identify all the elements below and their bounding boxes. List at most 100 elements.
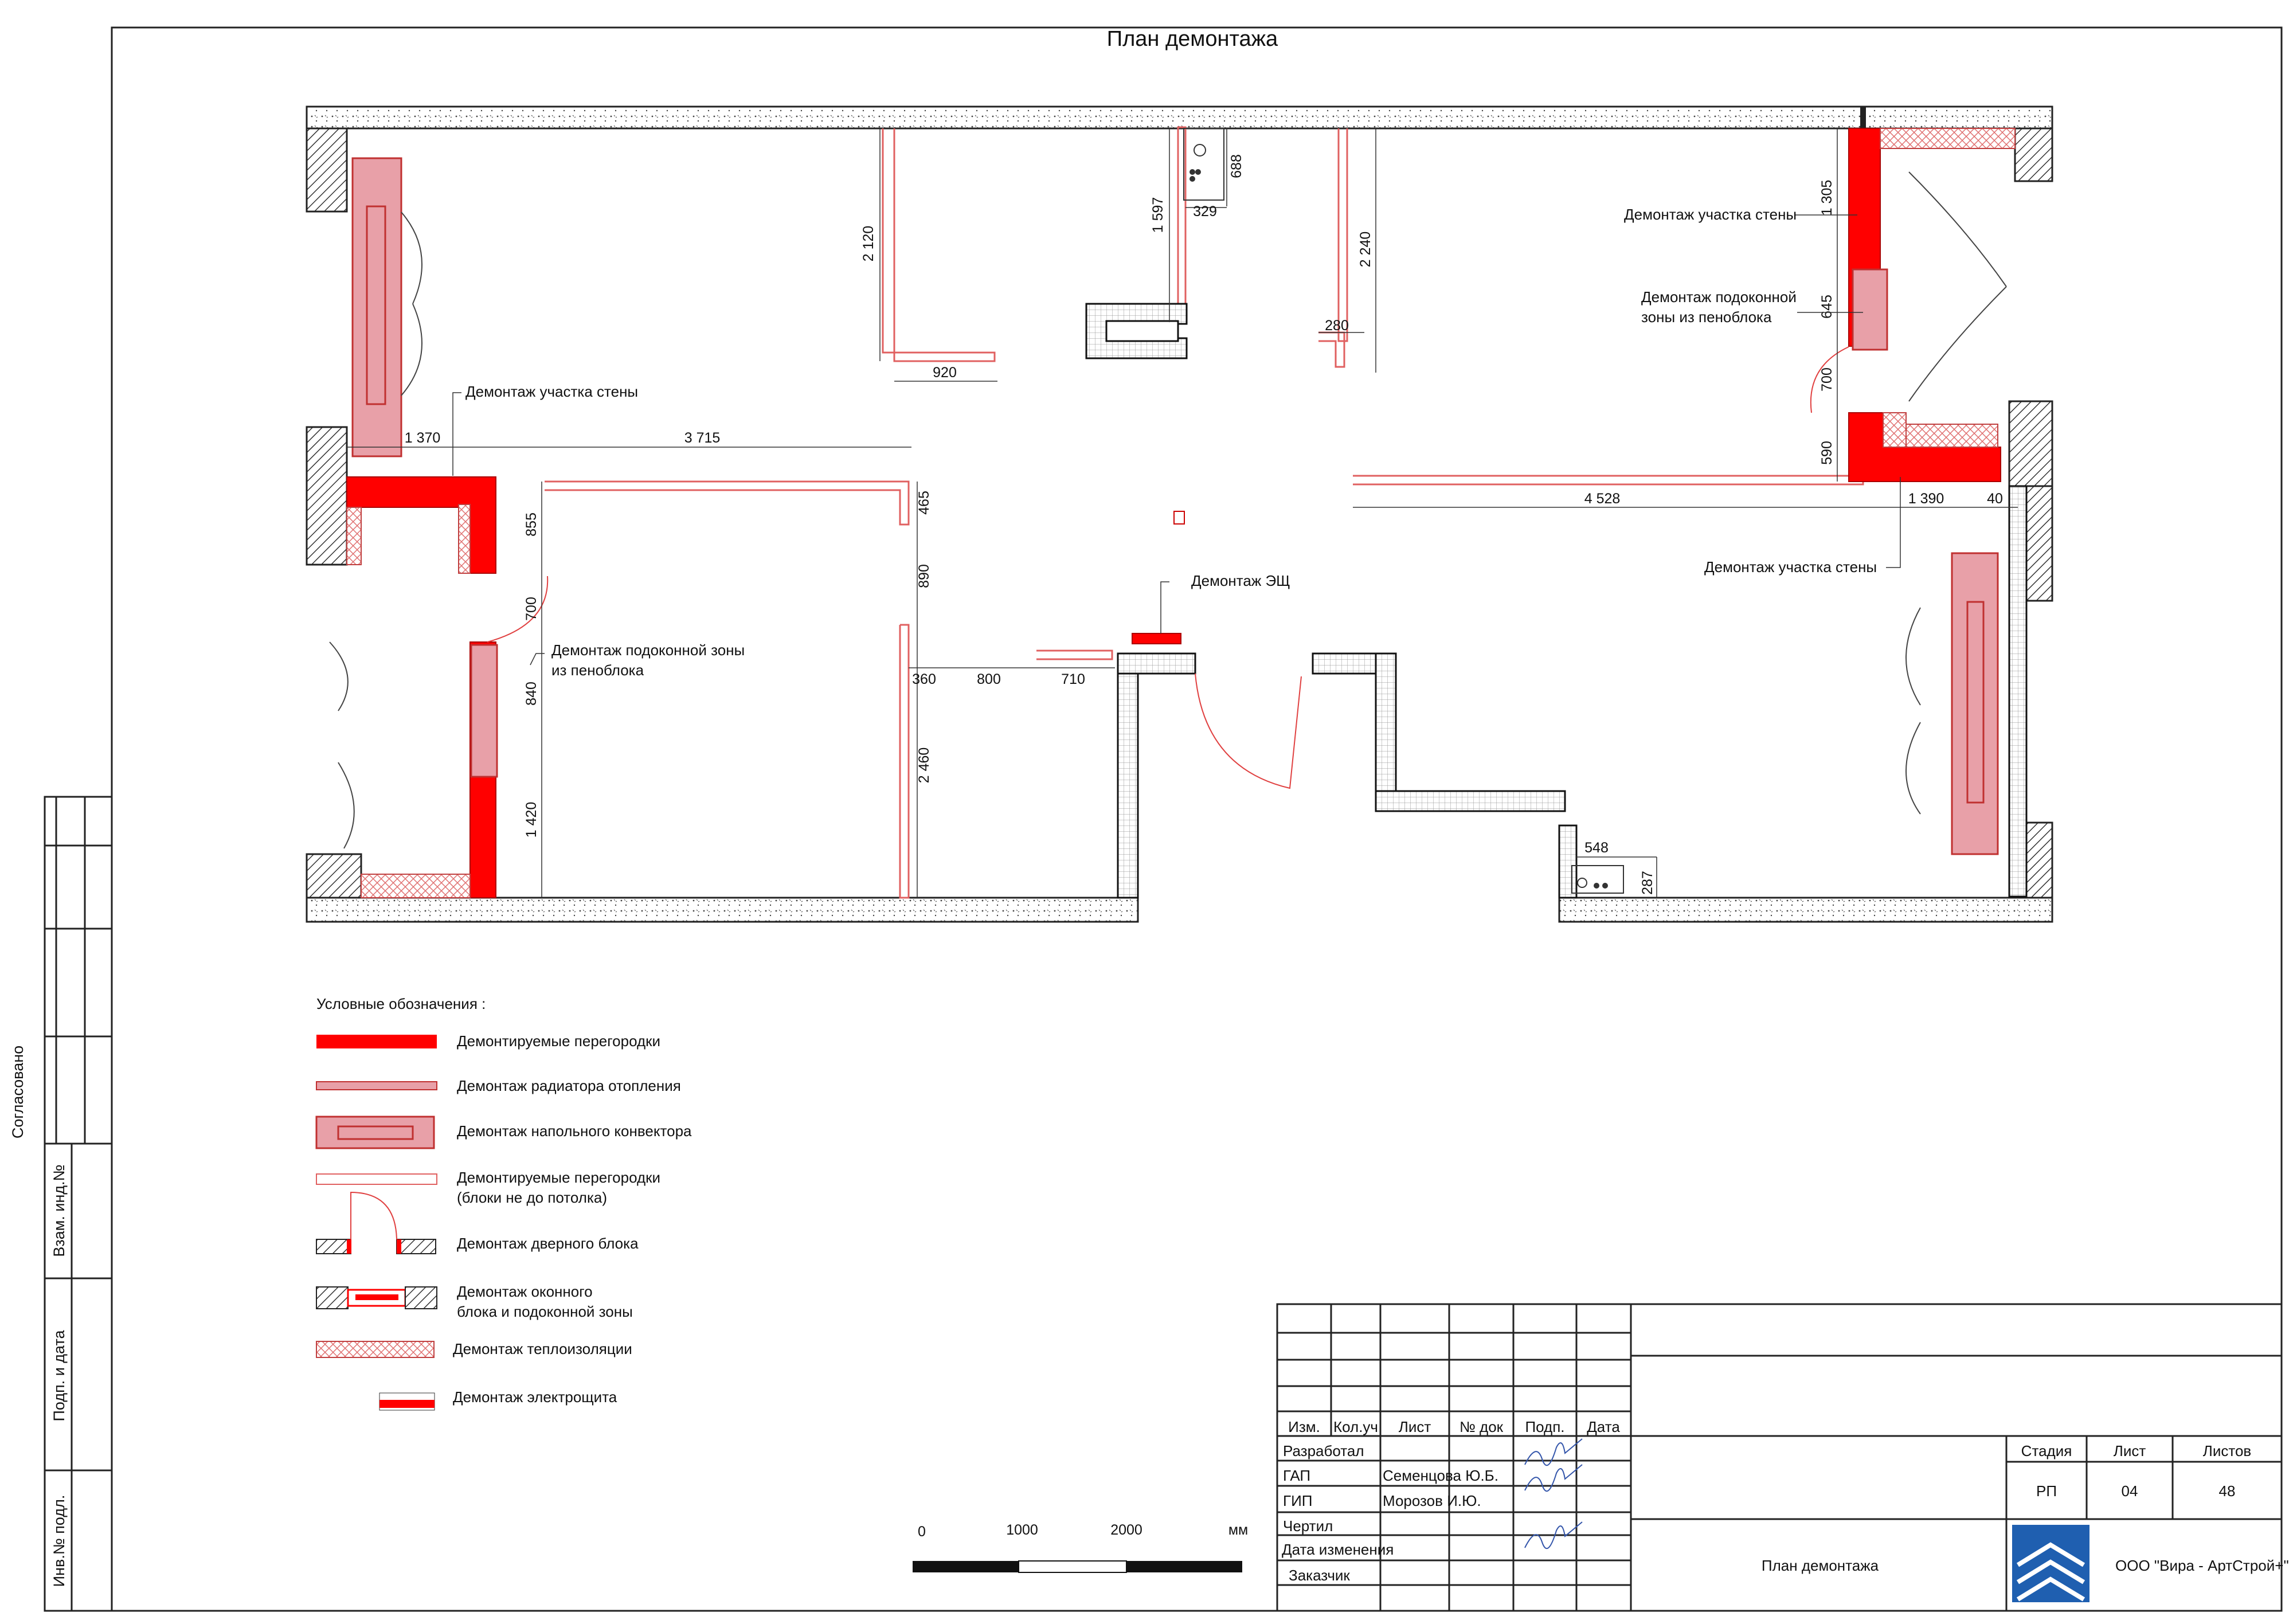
svg-text:840: 840	[523, 682, 539, 706]
legend-swatch-panel	[379, 1392, 435, 1411]
low-partitions	[545, 126, 1864, 899]
svg-text:Дата изменения: Дата изменения	[1282, 1541, 1394, 1558]
svg-text:из пеноблока: из пеноблока	[551, 662, 644, 679]
side-stamp	[44, 796, 113, 1612]
stamp-sign-date: Подп. и дата	[50, 1329, 68, 1421]
svg-text:0: 0	[918, 1524, 926, 1540]
svg-text:04: 04	[2122, 1482, 2138, 1500]
svg-text:1 390: 1 390	[1908, 491, 1944, 507]
svg-text:Кол.уч: Кол.уч	[1333, 1418, 1378, 1435]
stamp-inv-repl: Взам. инд.№	[50, 1164, 68, 1257]
svg-text:мм: мм	[1228, 1522, 1248, 1538]
legend-swatch-insulation	[316, 1341, 435, 1358]
svg-text:590: 590	[1819, 441, 1835, 465]
svg-text:645: 645	[1819, 295, 1835, 319]
svg-text:Демонтаж подоконной: Демонтаж подоконной	[1641, 288, 1797, 306]
svg-text:1 370: 1 370	[405, 430, 441, 446]
svg-text:700: 700	[523, 597, 539, 621]
svg-text:4 528: 4 528	[1584, 491, 1621, 507]
svg-text:1 305: 1 305	[1819, 180, 1835, 216]
svg-text:Морозов И.Ю.: Морозов И.Ю.	[1383, 1492, 1481, 1509]
svg-text:360: 360	[912, 671, 936, 687]
title-block-rows: Разработал ГАП Семенцова Ю.Б. ГИП Морозо…	[1282, 1442, 1498, 1584]
svg-text:Демонтаж участка стены: Демонтаж участка стены	[465, 383, 638, 400]
signatures	[1524, 1438, 1583, 1549]
svg-text:Демонтаж теплоизоляции: Демонтаж теплоизоляции	[453, 1340, 632, 1357]
svg-text:855: 855	[523, 512, 539, 537]
stamp-inv-orig: Инв.№ подл.	[50, 1495, 68, 1587]
svg-text:(блоки не до потолка): (блоки не до потолка)	[457, 1189, 607, 1206]
hatched-wall-piers	[306, 127, 2053, 899]
svg-text:Демонтаж электрощита: Демонтаж электрощита	[453, 1388, 617, 1406]
drawing-title: План демонтажа	[1107, 27, 1278, 51]
company-logo	[2012, 1525, 2089, 1602]
svg-text:Демонтаж дверного блока: Демонтаж дверного блока	[457, 1235, 639, 1252]
svg-text:Демонтируемые перегородки: Демонтируемые перегородки	[457, 1169, 660, 1186]
svg-text:Демонтаж участка стены: Демонтаж участка стены	[1624, 206, 1797, 223]
svg-text:блока и подоконной зоны: блока и подоконной зоны	[457, 1303, 633, 1320]
svg-text:1000: 1000	[1006, 1522, 1038, 1538]
svg-text:Дата: Дата	[1587, 1418, 1620, 1435]
svg-text:2000: 2000	[1110, 1522, 1142, 1538]
svg-text:Демонтаж ЭЩ: Демонтаж ЭЩ	[1191, 572, 1290, 589]
insulation-zones	[346, 128, 2016, 898]
svg-text:280: 280	[1325, 318, 1349, 334]
svg-text:Чертил: Чертил	[1283, 1517, 1333, 1535]
svg-text:700: 700	[1819, 367, 1835, 392]
svg-text:2 120: 2 120	[860, 226, 876, 262]
title-block-frame	[1276, 1303, 2283, 1612]
svg-text:Подп.: Подп.	[1525, 1418, 1564, 1435]
svg-text:710: 710	[1061, 671, 1085, 687]
svg-text:48: 48	[2219, 1482, 2236, 1500]
svg-text:Семенцова Ю.Б.: Семенцова Ю.Б.	[1383, 1467, 1498, 1484]
svg-text:800: 800	[977, 671, 1001, 687]
legend-swatch-convector	[315, 1116, 435, 1149]
svg-text:ГИП: ГИП	[1283, 1492, 1312, 1509]
svg-text:3 715: 3 715	[684, 430, 721, 446]
service-block	[1085, 303, 1188, 359]
scale-bar: 0 1000 2000 мм	[913, 1522, 1248, 1573]
svg-text:688: 688	[1228, 154, 1245, 178]
svg-text:Демонтаж напольного конвектора: Демонтаж напольного конвектора	[457, 1122, 692, 1140]
legend-swatch-low-partitions	[316, 1173, 437, 1185]
svg-text:2 460: 2 460	[916, 748, 932, 784]
exterior-walls	[306, 105, 2053, 923]
svg-text:Заказчик: Заказчик	[1289, 1567, 1350, 1584]
title-block-headers: Изм. Кол.уч Лист № док Подп. Дата	[1288, 1418, 1620, 1435]
svg-text:329: 329	[1193, 204, 1217, 220]
svg-text:465: 465	[916, 491, 932, 515]
svg-text:Демонтаж оконного: Демонтаж оконного	[457, 1283, 593, 1300]
riser	[1183, 128, 1624, 894]
svg-text:№ док: № док	[1459, 1418, 1504, 1435]
legend-title: Условные обозначения :	[316, 995, 486, 1012]
demolished-partitions	[346, 128, 2001, 898]
svg-text:ГАП: ГАП	[1283, 1467, 1310, 1484]
svg-text:Демонтаж радиатора отопления: Демонтаж радиатора отопления	[457, 1077, 681, 1094]
svg-text:1 420: 1 420	[523, 802, 539, 838]
legend-swatch-window	[316, 1286, 437, 1309]
svg-text:Разработал: Разработал	[1283, 1442, 1364, 1459]
company-name: ООО "Вира - АртСтрой+"	[2115, 1557, 2289, 1574]
svg-text:548: 548	[1584, 840, 1609, 856]
svg-text:890: 890	[916, 564, 932, 588]
svg-text:Демонтируемые перегородки: Демонтируемые перегородки	[457, 1032, 660, 1050]
svg-text:287: 287	[1639, 871, 1656, 895]
inner-black-walls	[1117, 485, 2028, 899]
demolished-doors	[487, 346, 1849, 789]
svg-text:Лист: Лист	[1399, 1418, 1431, 1435]
legend-swatch-partitions	[316, 1035, 437, 1048]
legend-swatch-radiator	[316, 1081, 437, 1090]
svg-text:Листов: Листов	[2203, 1442, 2251, 1459]
svg-text:зоны из пеноблока: зоны из пеноблока	[1641, 308, 1772, 326]
title-block-stage: Стадия Лист Листов РП 04 48 План демонта…	[1762, 1442, 2289, 1574]
radiators	[351, 157, 1999, 855]
svg-text:Изм.: Изм.	[1288, 1418, 1320, 1435]
annotations: Демонтаж участка стены Демонтаж подоконн…	[465, 206, 1877, 679]
svg-text:РП: РП	[2036, 1482, 2057, 1500]
svg-text:Стадия: Стадия	[2021, 1442, 2072, 1459]
annotation-leaders	[452, 214, 1901, 666]
title-block-sheet-title: План демонтажа	[1762, 1557, 1879, 1574]
svg-text:1 597: 1 597	[1150, 197, 1166, 233]
